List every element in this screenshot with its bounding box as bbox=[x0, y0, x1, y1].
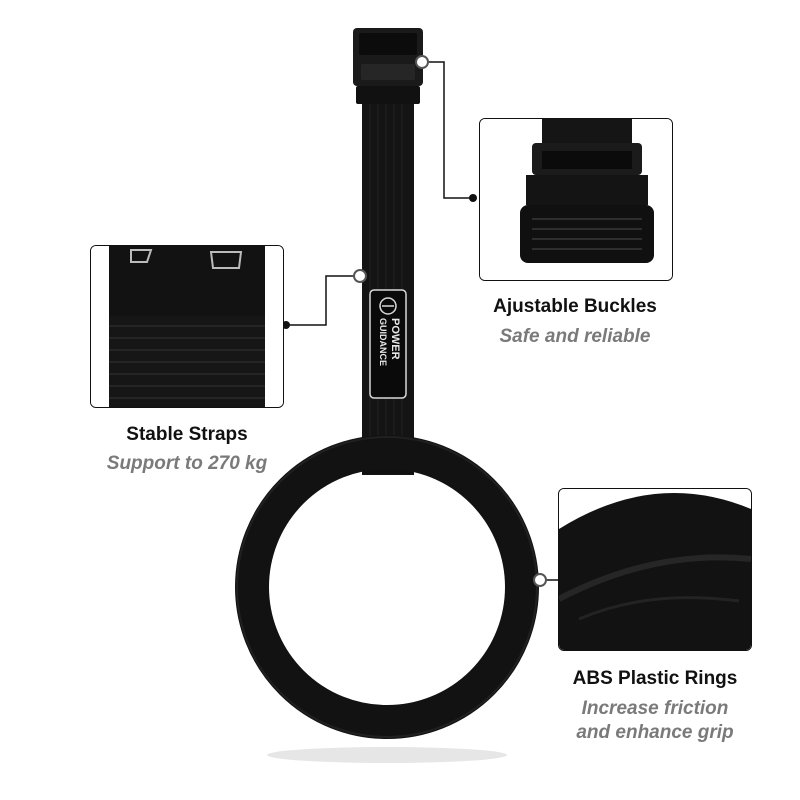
strap bbox=[362, 95, 414, 475]
ring-shadow bbox=[267, 747, 507, 763]
svg-text:POWER: POWER bbox=[389, 318, 401, 360]
ring-feature-subtitle-line2: and enhance grip bbox=[576, 722, 734, 743]
buckle bbox=[353, 28, 423, 104]
ring-feature-title: ABS Plastic Rings bbox=[572, 668, 738, 689]
callout-dots bbox=[282, 55, 547, 587]
buckle-feature-subtitle: Safe and reliable bbox=[499, 326, 651, 347]
buckle-feature-title: Ajustable Buckles bbox=[493, 296, 657, 317]
strap-box-dot bbox=[282, 321, 290, 329]
strap-feature-subtitle: Support to 270 kg bbox=[106, 453, 268, 474]
ring-feature-subtitle-line1: Increase friction bbox=[581, 698, 729, 719]
ring-feature-subtitle: Increase friction and enhance grip bbox=[545, 697, 765, 745]
svg-text:GUIDANCE: GUIDANCE bbox=[378, 318, 388, 366]
strap-weave bbox=[369, 100, 403, 470]
strap-feature-title: Stable Straps bbox=[126, 424, 248, 445]
buckle-pointer-dot bbox=[415, 55, 429, 69]
ring-closeup-box bbox=[558, 488, 752, 651]
ring-closeup-image bbox=[559, 489, 751, 650]
gymnastic-ring bbox=[235, 435, 539, 739]
buckle-closeup-image bbox=[480, 119, 672, 280]
ring-pointer-dot bbox=[533, 573, 547, 587]
strap-pointer-dot bbox=[353, 269, 367, 283]
buckle-box-dot bbox=[469, 194, 477, 202]
brand-logo-patch: POWER GUIDANCE bbox=[369, 289, 407, 399]
strap-closeup-box bbox=[90, 245, 284, 408]
buckle-closeup-box bbox=[479, 118, 673, 281]
strap-closeup-image bbox=[91, 246, 283, 407]
